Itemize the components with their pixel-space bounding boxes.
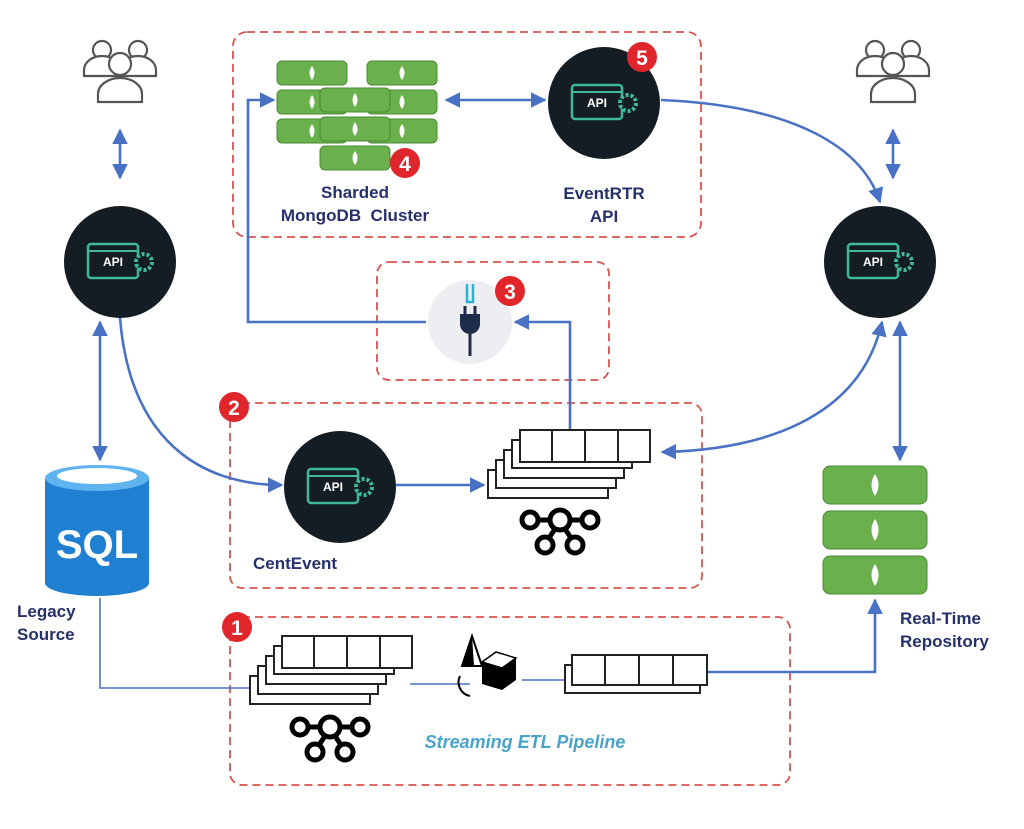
group-box-storage	[232, 31, 702, 238]
mongodb-server-stack-icon	[822, 465, 928, 595]
label-eventrtr: EventRTR	[563, 184, 644, 203]
plug-connector-icon	[428, 280, 512, 364]
label-mongodb-cluster: MongoDB Cluster	[281, 206, 430, 225]
message-queue-icon	[564, 654, 708, 694]
svg-text:4: 4	[399, 153, 411, 176]
flow-right-api-kafka	[660, 320, 887, 460]
flow-connector-mongo	[246, 92, 426, 324]
label-repository: Repository	[900, 632, 989, 651]
label-sharded: Sharded	[321, 183, 389, 202]
step-badge-1: 1	[222, 612, 252, 642]
message-queue-icon	[487, 429, 651, 499]
svg-text:2: 2	[228, 397, 240, 420]
svg-text:3: 3	[504, 281, 516, 304]
svg-text:API: API	[103, 255, 123, 269]
svg-text:API: API	[863, 255, 883, 269]
centevent-api[interactable]: API	[282, 429, 398, 545]
kafka-logo-icon	[522, 510, 598, 553]
eventrtr-api[interactable]: API	[546, 45, 662, 161]
label-source: Source	[17, 625, 75, 644]
label-centevent: CentEvent	[253, 554, 337, 573]
step-badge-4: 4	[390, 148, 420, 178]
flow-sql-etl	[99, 598, 250, 689]
group-box-centevent	[229, 402, 703, 589]
svg-text:5: 5	[636, 47, 648, 70]
group-box-etl	[229, 616, 791, 786]
svg-text:API: API	[587, 96, 607, 110]
api-gateway-left[interactable]: API	[62, 204, 178, 320]
cube-transform-icon	[457, 632, 518, 697]
kafka-logo-icon	[292, 717, 368, 760]
users-icon	[855, 39, 931, 104]
step-badge-3: 3	[495, 276, 525, 306]
label-legacy: Legacy	[17, 602, 76, 621]
flow-kafka-connector	[513, 314, 572, 430]
message-queue-icon	[249, 635, 413, 705]
svg-text:1: 1	[231, 617, 243, 640]
flow-arrows	[92, 92, 908, 689]
users-icon	[82, 39, 158, 104]
step-badge-5: 5	[627, 42, 657, 72]
step-badge-2: 2	[219, 392, 249, 422]
label-streaming-etl: Streaming ETL Pipeline	[425, 732, 626, 752]
flow-etl-repo	[708, 598, 883, 674]
label-eventrtr-api: API	[590, 207, 618, 226]
api-gateway-right[interactable]: API	[822, 204, 938, 320]
svg-text:SQL: SQL	[56, 523, 138, 567]
flow-eventrtr-right-api	[660, 98, 884, 204]
sql-database-icon: SQL	[45, 465, 149, 596]
flow-api-centevent	[118, 317, 284, 493]
label-real-time: Real-Time	[900, 609, 981, 628]
svg-text:API: API	[323, 480, 343, 494]
